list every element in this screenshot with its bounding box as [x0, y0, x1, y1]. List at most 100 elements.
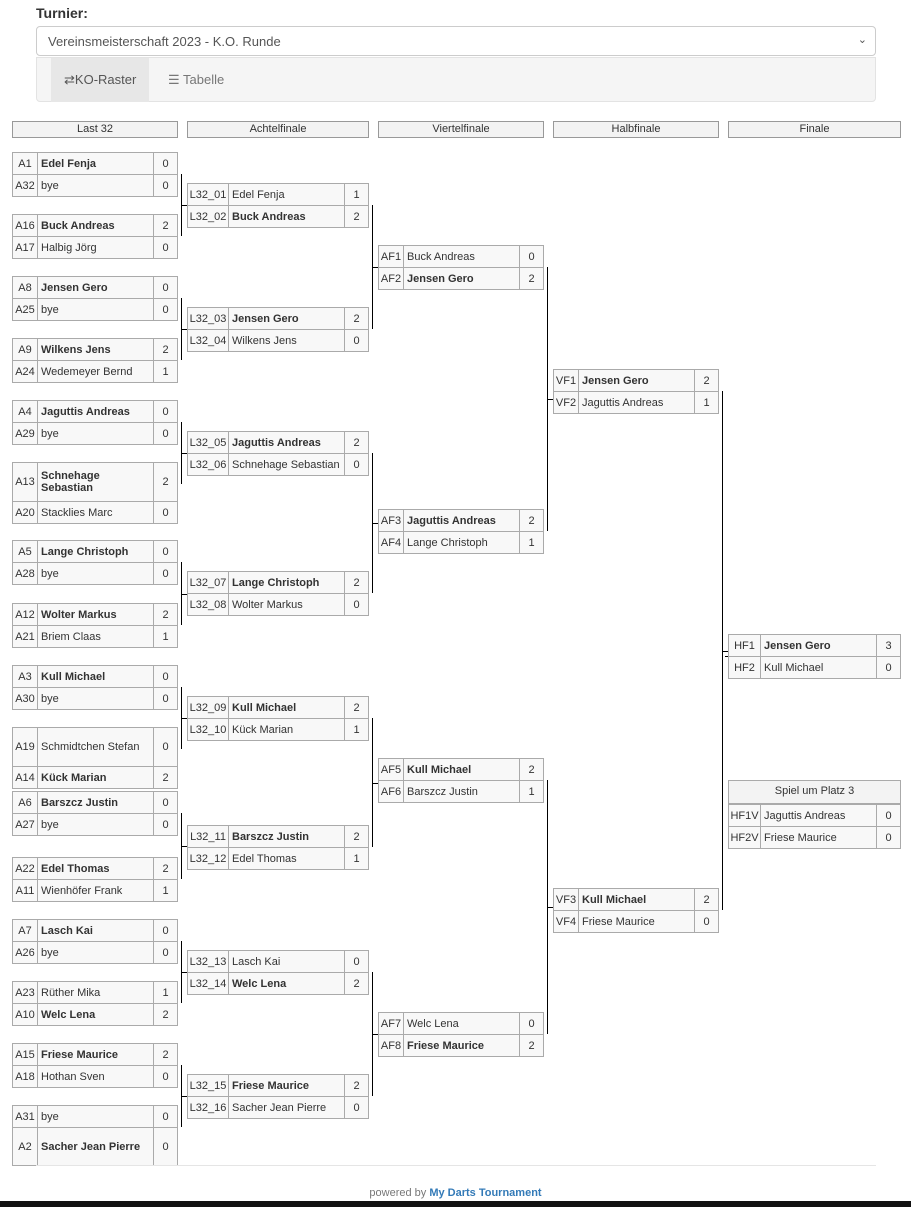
brand-link[interactable]: My Darts Tournament	[429, 1187, 542, 1199]
tab-ko-raster[interactable]: ⇄KO-Raster	[51, 58, 150, 102]
tournament-select[interactable]: Vereinsmeisterschaft 2023 - K.O. Runde⌄	[36, 26, 876, 56]
tab-tabelle[interactable]: ☰ Tabelle	[168, 72, 225, 87]
